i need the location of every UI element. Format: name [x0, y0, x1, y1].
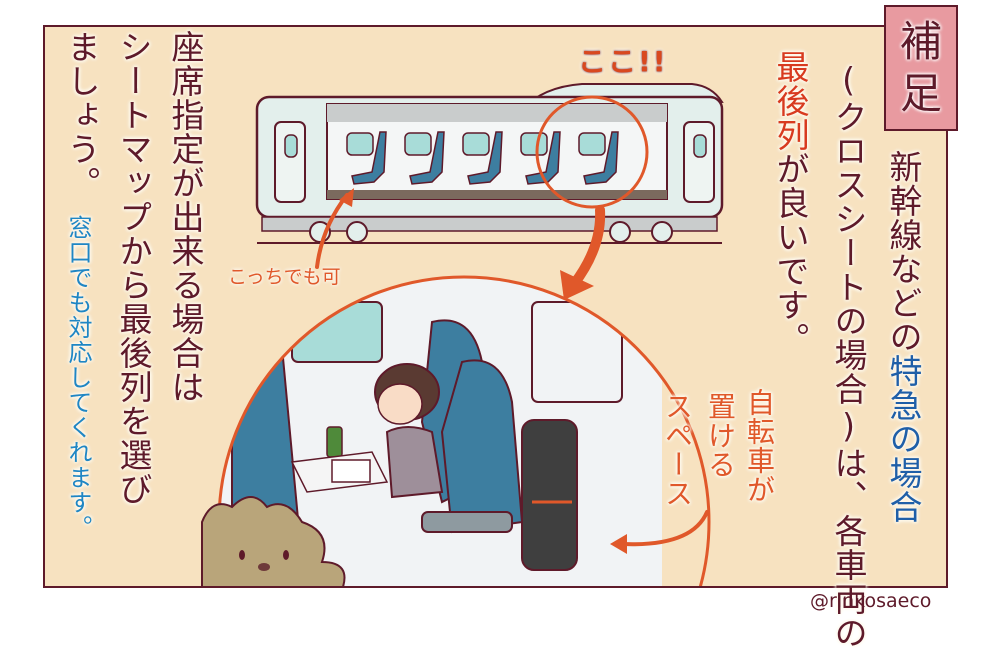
arrow-down-icon [569, 205, 606, 289]
bike-label-col2: 置ける [704, 392, 737, 479]
bottle-icon [326, 426, 343, 458]
arrow-left-icon [620, 510, 709, 547]
girl-face [377, 383, 423, 425]
bento-icon [331, 459, 371, 483]
kocchi-label: こっちでも可 [228, 266, 341, 288]
koko-label: ここ!! [578, 45, 668, 78]
supplement-tag: 補 足 [884, 5, 958, 131]
bike-label-col1: 自転車が [743, 388, 776, 504]
mascot-character [201, 496, 346, 586]
comic-panel [43, 25, 948, 588]
tag-char-2: 足 [899, 69, 942, 118]
left-text-col1: 座席指定が出来る場合は [166, 30, 205, 404]
bike-label-col3: スペース [661, 392, 694, 508]
right-text-col1: 新幹線などの特急の場合 [884, 150, 923, 524]
tag-char-1: 補 [899, 17, 942, 66]
train-illustration [201, 83, 724, 586]
left-text-col2: シートマップから最後列を選び [114, 30, 153, 506]
right-text-col3: 最後列が良いです。 [771, 50, 810, 356]
train-car-icon [255, 83, 724, 244]
highlight-circle [535, 95, 649, 209]
left-text-col3: ましょう。 [62, 30, 101, 200]
right-text-col2: (クロスシートの場合)は、各車両の [829, 60, 868, 650]
bike-bag-icon [521, 419, 578, 571]
window-note: 窓口でも対応してくれます。 [64, 215, 92, 540]
author-credit: @rinkosaeco [810, 590, 932, 612]
